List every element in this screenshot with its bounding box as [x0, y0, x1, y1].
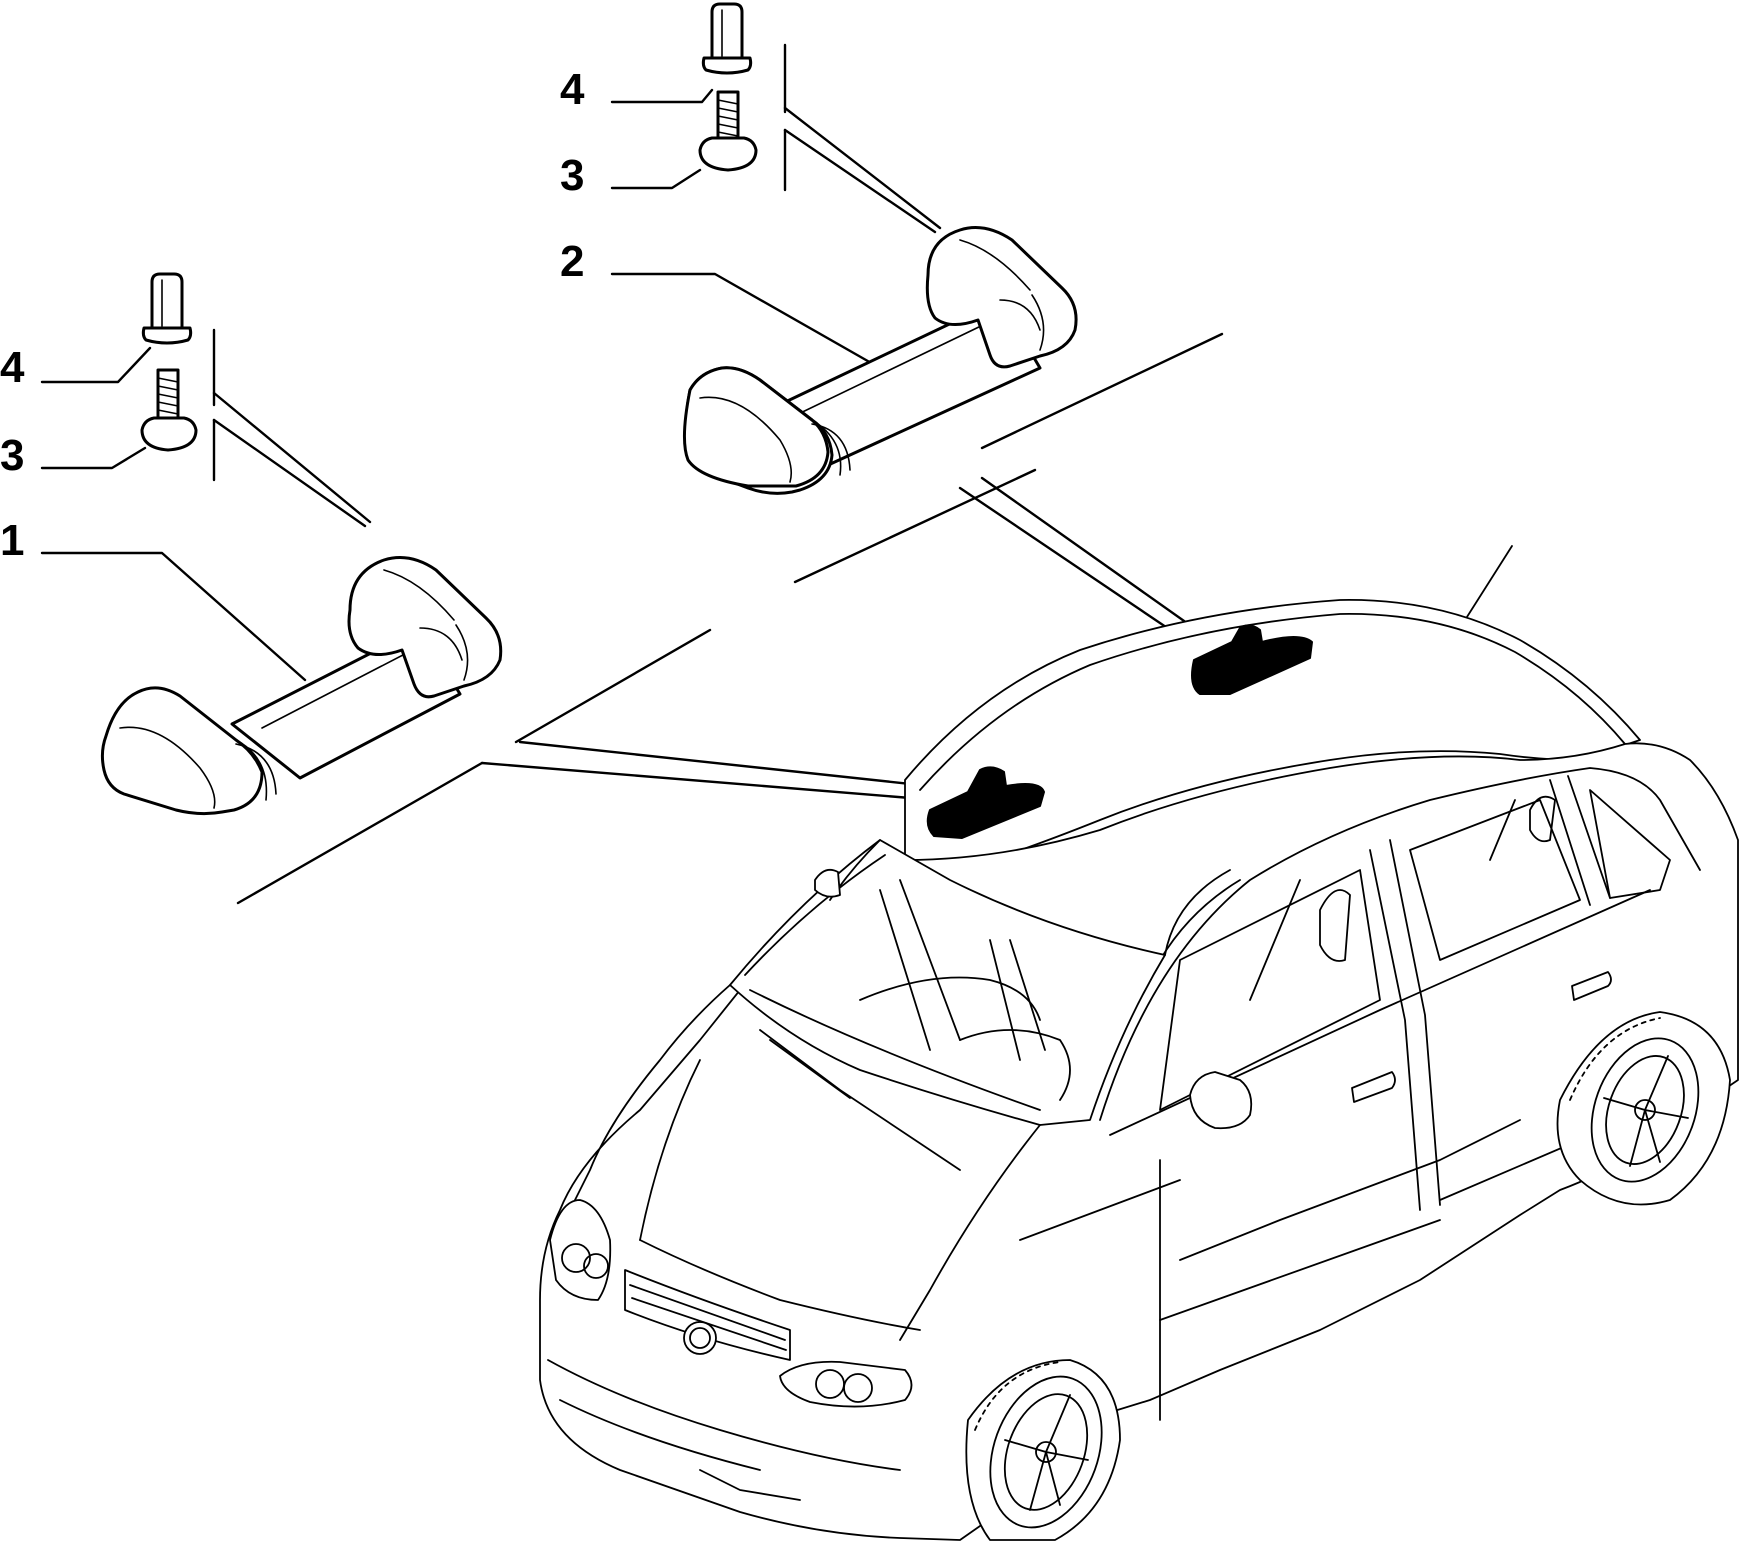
callout-2: 2 [560, 237, 584, 286]
car-illustration [539, 545, 1739, 1541]
screw-cap-left [141, 272, 193, 345]
grab-handle-2 [682, 226, 1078, 495]
screw-left [140, 368, 198, 452]
screw-cap-top [701, 2, 753, 75]
grab-handle-1 [100, 556, 503, 816]
callout-1: 1 [0, 516, 24, 565]
callout-3-top: 3 [560, 151, 584, 200]
callout-4-top: 4 [560, 65, 585, 114]
callout-3-left: 3 [0, 431, 24, 480]
screw-top [698, 90, 758, 172]
callout-4-left: 4 [0, 343, 25, 392]
leader-lines [40, 43, 1238, 905]
